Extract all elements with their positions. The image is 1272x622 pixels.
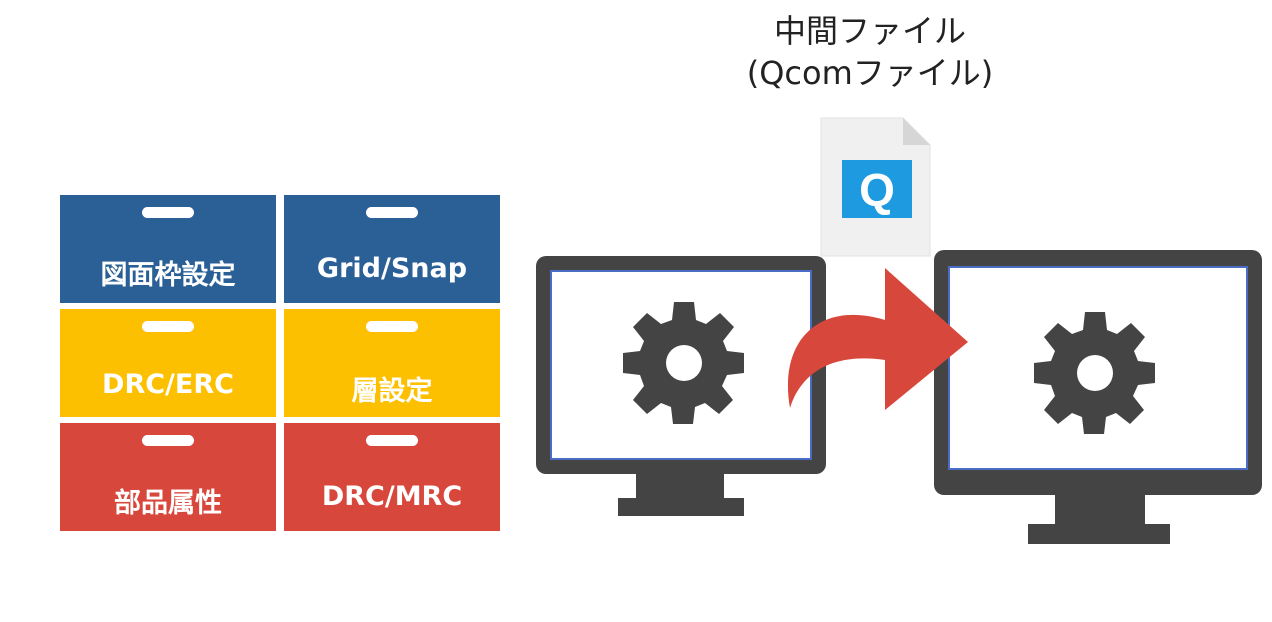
drawer-label: 図面枠設定 [100, 260, 236, 291]
drawer-handle [366, 435, 418, 446]
drawer-label: 層設定 [351, 376, 433, 407]
drawer-label: DRC/ERC [102, 369, 234, 400]
file-icon-letter: Q [859, 164, 895, 216]
arrow-icon [787, 268, 968, 410]
drawer-handle [142, 435, 194, 446]
source-monitor-icon [536, 256, 826, 516]
drawer-handle [142, 207, 194, 218]
file-caption-line1: 中間ファイル [773, 12, 966, 50]
drawer-grid-snap: Grid/Snap [284, 195, 500, 303]
file-caption-line2: (Qcomファイル) [746, 54, 994, 92]
drawer-handle [366, 207, 418, 218]
drawer-label: 部品属性 [114, 488, 222, 519]
drawer-frame-settings: 図面枠設定 [60, 195, 276, 303]
drawer-handle [142, 321, 194, 332]
drawer-label: Grid/Snap [316, 253, 468, 284]
drawer-layer-settings: 層設定 [284, 309, 500, 417]
target-monitor-icon [934, 250, 1262, 544]
drawer-part-attributes: 部品属性 [60, 423, 276, 531]
file-icon [820, 117, 931, 257]
drawer-handle [366, 321, 418, 332]
drawer-drc-erc: DRC/ERC [60, 309, 276, 417]
drawer-drc-mrc: DRC/MRC [284, 423, 500, 531]
drawer-label: DRC/MRC [321, 481, 463, 512]
